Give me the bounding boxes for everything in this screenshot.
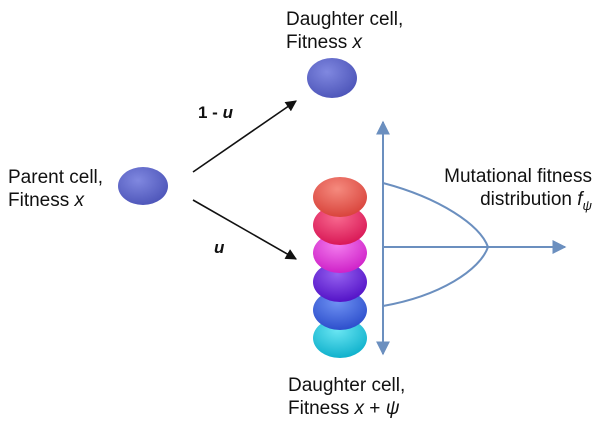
branch-label-lower: u bbox=[214, 238, 224, 258]
distribution-line1: Mutational fitness bbox=[444, 166, 592, 187]
daughter-bottom-fitness-prefix: Fitness bbox=[288, 398, 355, 419]
daughter-top-label: Daughter cell, Fitness x bbox=[286, 8, 403, 54]
daughter-bottom-plus: + bbox=[364, 398, 386, 419]
daughter-bottom-line1: Daughter cell, bbox=[288, 375, 406, 396]
daughter-cell-red bbox=[313, 177, 367, 217]
parent-fitness-prefix: Fitness bbox=[8, 190, 75, 211]
daughter-top-fitness: Fitness x bbox=[286, 31, 403, 54]
daughter-bottom-psi: ψ bbox=[385, 398, 400, 419]
daughter-bottom-fitness: Fitness x + ψ bbox=[288, 397, 405, 420]
distribution-subscript: ψ bbox=[582, 197, 592, 213]
daughter-cell-pink bbox=[313, 205, 367, 245]
distribution-symbol: f bbox=[577, 189, 583, 210]
daughter-bottom-label: Daughter cell, Fitness x + ψ bbox=[288, 374, 405, 420]
daughter-bottom-fitness-var: x bbox=[354, 398, 365, 419]
daughter-cell-cyan bbox=[313, 318, 367, 358]
parent-cell-label: Parent cell, Fitness x bbox=[8, 166, 103, 212]
parent-fitness-var: x bbox=[74, 190, 85, 211]
branch-label-upper: 1 - u bbox=[198, 103, 233, 123]
distribution-line2: distribution fψ bbox=[444, 188, 592, 217]
daughter-cell-violet bbox=[313, 262, 367, 302]
daughter-cell-stack bbox=[313, 177, 367, 358]
daughter-top-line1: Daughter cell, bbox=[286, 9, 404, 30]
daughter-top-fitness-var: x bbox=[352, 32, 363, 53]
branch-upper-number: 1 - bbox=[198, 103, 223, 122]
distribution-curve bbox=[382, 182, 490, 307]
distribution-line2-text: distribution bbox=[480, 189, 578, 210]
daughter-cell-blue bbox=[313, 290, 367, 330]
arrow-to-bottom-daughters bbox=[192, 199, 297, 260]
daughter-top-fitness-prefix: Fitness bbox=[286, 32, 353, 53]
branch-upper-var: u bbox=[222, 103, 233, 122]
branch-lower-var: u bbox=[214, 238, 225, 257]
parent-cell-fitness: Fitness x bbox=[8, 189, 103, 212]
distribution-label: Mutational fitness distribution fψ bbox=[444, 165, 592, 217]
parent-cell-line1: Parent cell, bbox=[8, 167, 104, 188]
daughter-cell-magenta bbox=[313, 233, 367, 273]
arrow-to-top-daughter bbox=[192, 100, 297, 173]
parent-cell bbox=[118, 167, 168, 205]
daughter-cell-top bbox=[307, 58, 357, 98]
